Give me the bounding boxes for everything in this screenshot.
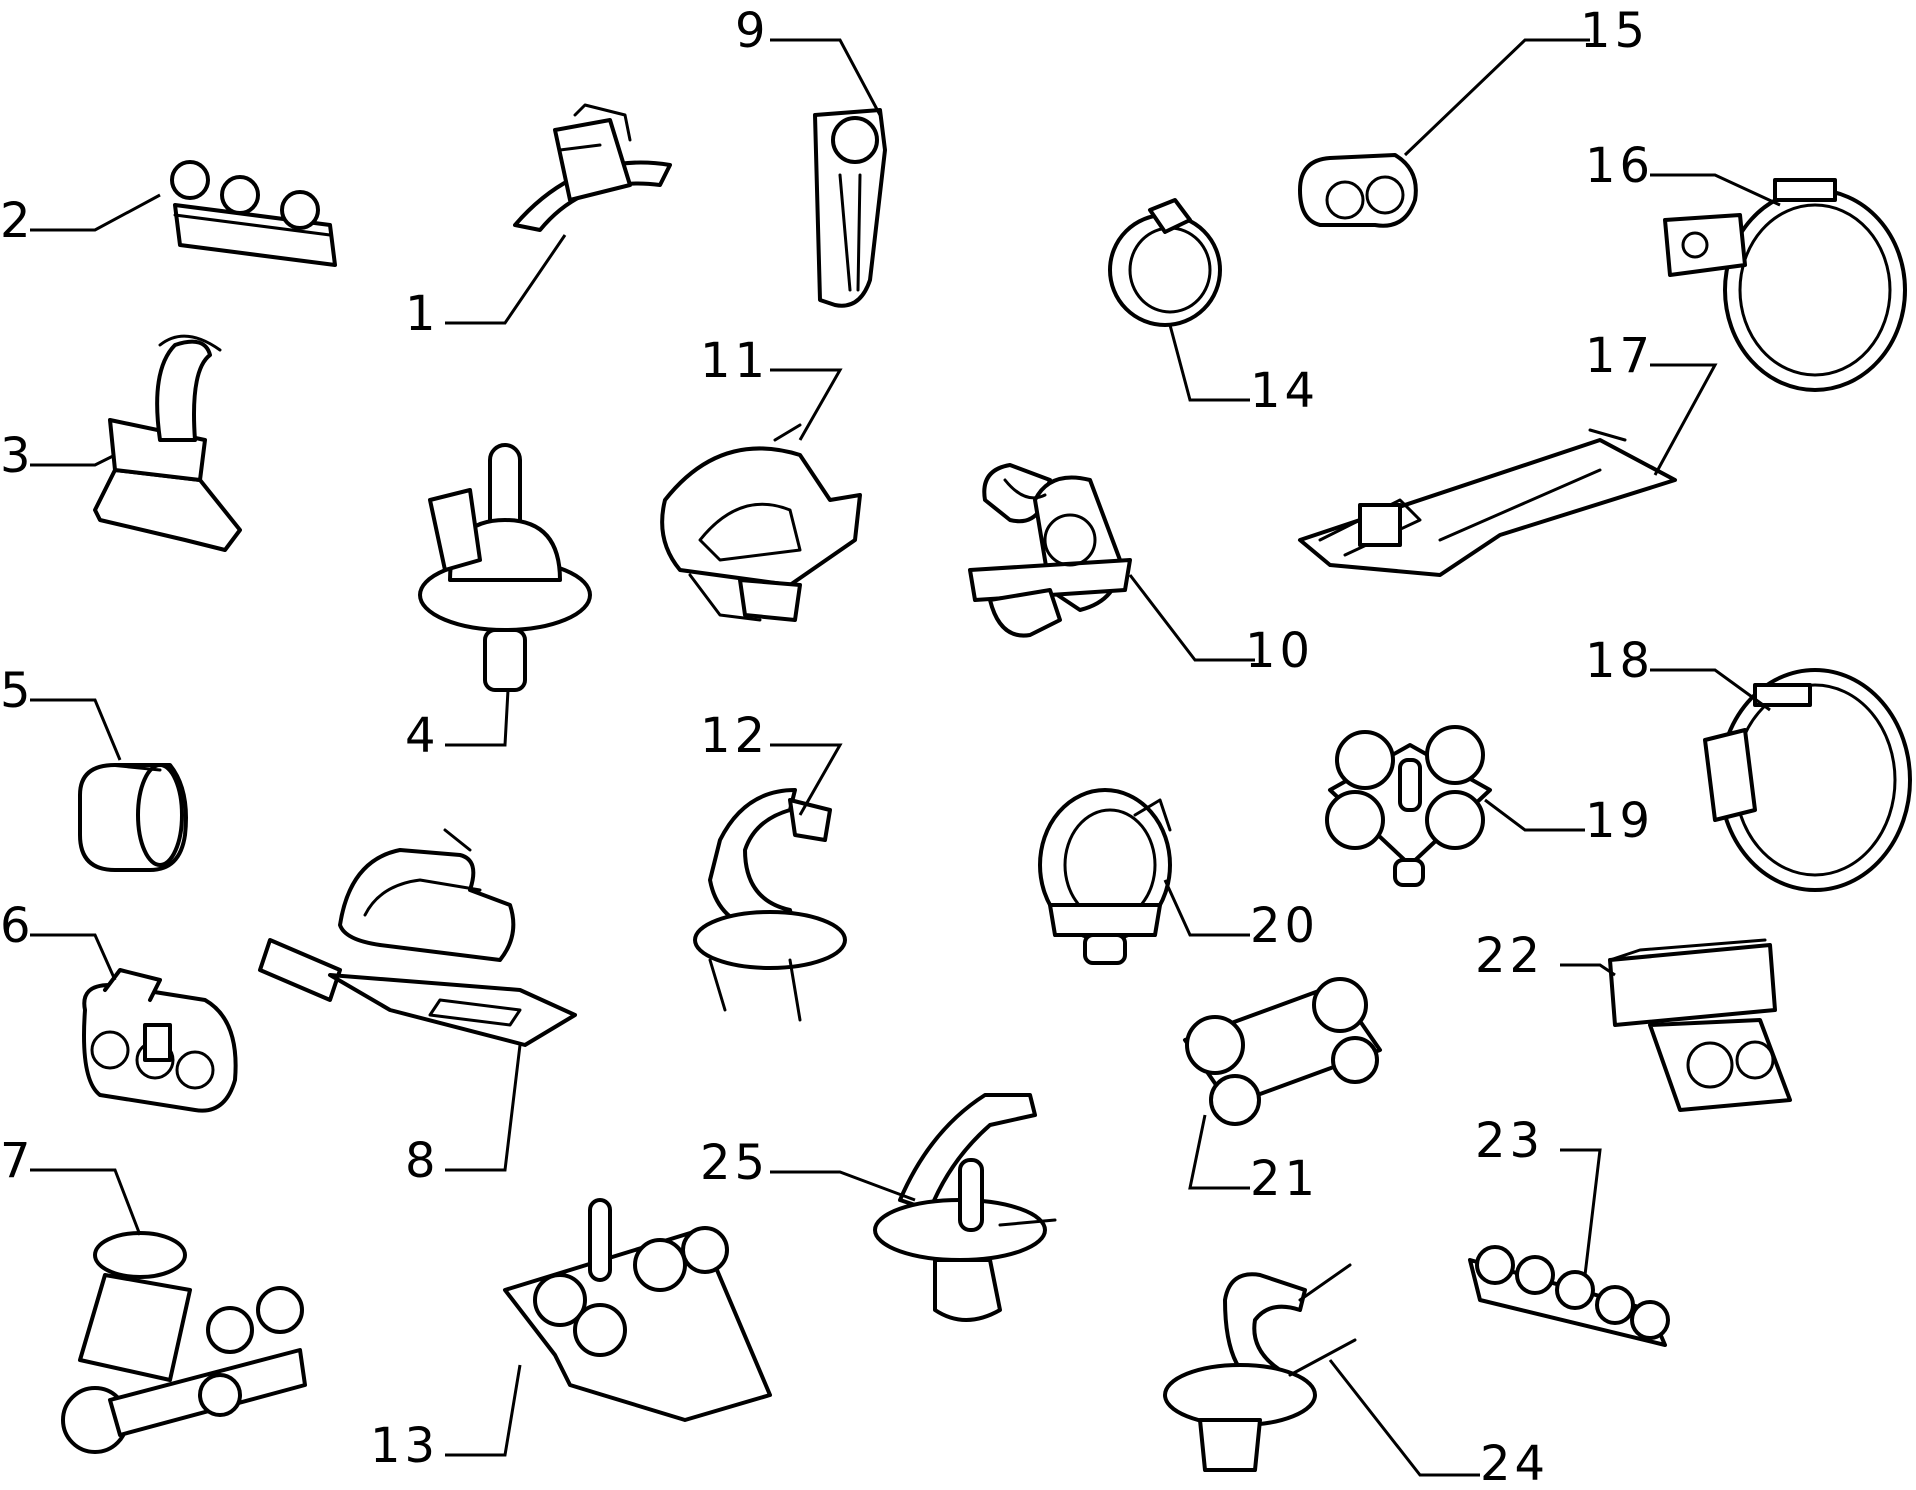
leader-23 [1560,1148,1602,1276]
part-7-clip-drawing [61,1231,307,1454]
label-11: 11 [700,333,769,389]
label-15: 15 [1580,3,1649,59]
part-15-clip-drawing [1298,153,1418,228]
label-17: 17 [1585,328,1654,384]
leader-13 [445,1364,522,1457]
leader-24 [1328,1359,1480,1477]
label-7: 7 [0,1133,35,1189]
part-16-clip-drawing [1663,178,1907,392]
leader-10 [1128,574,1255,662]
leader-18 [1650,668,1771,712]
leader-5 [30,698,122,761]
part-1-clip-drawing [513,103,672,232]
label-8: 8 [405,1133,440,1189]
label-1: 1 [405,286,440,342]
label-19: 19 [1585,793,1654,849]
leader-6 [30,933,117,981]
leader-12 [770,743,843,816]
label-24: 24 [1480,1436,1549,1485]
label-9: 9 [735,3,770,59]
leader-1 [445,234,567,325]
part-18-clip-drawing [1703,668,1912,892]
label-4: 4 [405,708,440,764]
label-23: 23 [1475,1113,1544,1169]
leader-22 [1560,963,1616,977]
part-4-clip-drawing [418,443,592,692]
leader-2 [30,193,161,232]
part-25-clip-drawing [873,1093,1057,1322]
leader-8 [445,1044,522,1172]
label-20: 20 [1250,898,1319,954]
part-6-clip-drawing [82,968,238,1113]
leader-20 [1163,879,1250,937]
part-9-clip-drawing [813,108,887,308]
leader-16 [1650,173,1781,207]
label-2: 2 [0,193,35,249]
part-5-clip-drawing [78,763,188,872]
label-25: 25 [700,1135,769,1191]
leader-15 [1403,38,1590,157]
label-16: 16 [1585,138,1654,194]
leader-7 [30,1168,142,1236]
part-22-clip-drawing [1608,938,1792,1112]
part-23-clip-drawing [1468,1245,1670,1347]
leader-17 [1650,363,1718,476]
part-12-clip-drawing [693,788,847,1022]
part-10-clip-drawing [968,463,1132,638]
label-10: 10 [1245,623,1314,679]
part-19-clip-drawing [1325,725,1492,887]
part-3-clip-drawing [93,334,242,552]
label-3: 3 [0,428,35,484]
leader-25 [770,1170,916,1202]
part-20-clip-drawing [1038,788,1172,965]
label-21: 21 [1250,1151,1319,1207]
leader-19 [1484,798,1585,832]
part-13-clip-drawing [503,1198,772,1422]
part-11-clip-drawing [660,423,862,622]
label-13: 13 [370,1418,439,1474]
label-22: 22 [1475,928,1544,984]
leader-11 [770,368,843,441]
label-6: 6 [0,898,35,954]
leader-9 [770,38,882,116]
part-8-clip-drawing [258,828,577,1047]
part-14-clip-drawing [1108,198,1222,327]
part-17-clip-drawing [1298,428,1677,577]
label-12: 12 [700,708,769,764]
part-21-clip-drawing [1183,977,1382,1126]
part-2-clip-drawing [170,160,337,267]
label-18: 18 [1585,633,1654,689]
label-5: 5 [0,663,35,719]
leader-14 [1168,324,1250,402]
label-14: 14 [1250,363,1319,419]
part-24-clip-drawing [1163,1263,1357,1472]
leader-3 [30,453,116,467]
leader-4 [445,689,510,747]
leader-21 [1188,1114,1250,1190]
